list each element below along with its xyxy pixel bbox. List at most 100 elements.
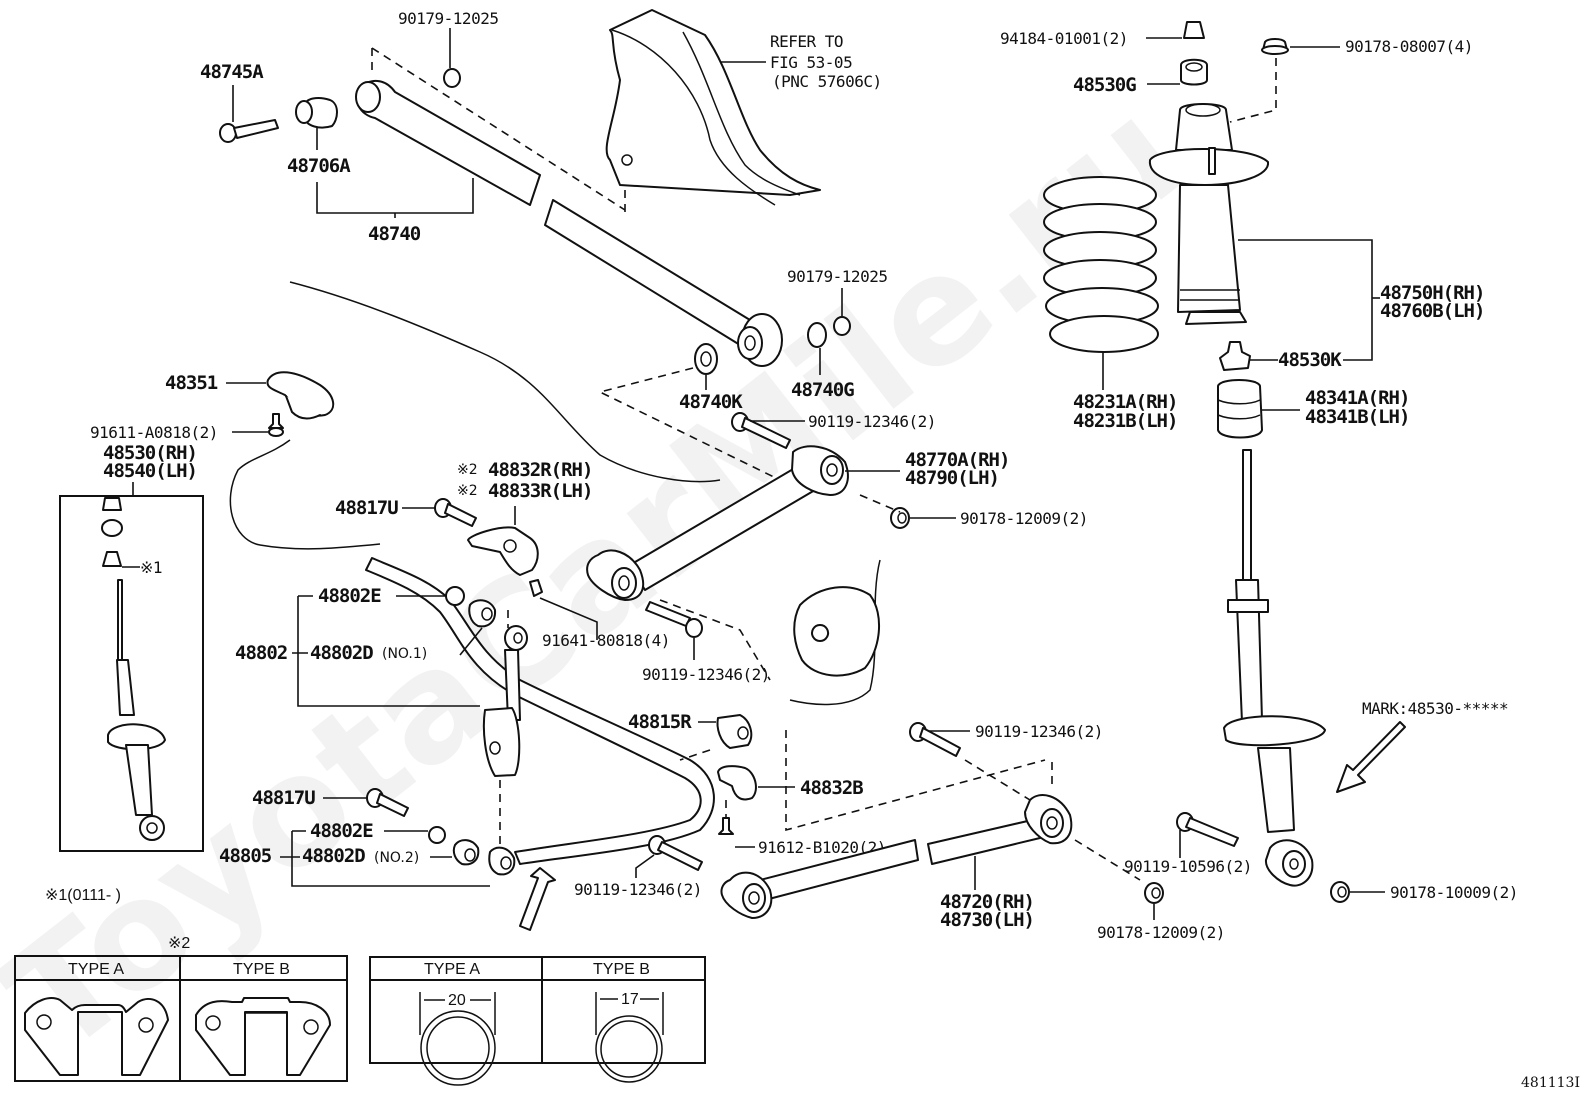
label-48351: 48351 <box>165 372 218 394</box>
label-48817U-bottom: 48817U <box>252 787 315 809</box>
stabilizer-bar <box>365 557 715 865</box>
footnote-1: ※1(0111- ) <box>45 887 121 904</box>
shock-absorber-set-box: 48530(RH) 48540(LH) ※1 <box>59 442 204 852</box>
label-48706A: 48706A <box>287 155 351 177</box>
label-48832R: 48832R(RH) <box>488 459 592 481</box>
note1-marker: ※1 <box>140 558 162 577</box>
body-panel-reference: REFER TO FIG 53-05 (PNC 57606C) <box>605 9 882 206</box>
lower-control-arm-48720: 48720(RH) 48730(LH) <box>720 794 1073 931</box>
label-48530G: 48530G <box>1073 74 1136 96</box>
bolt-90119-12346-b: 90119-12346(2) <box>642 599 771 684</box>
bolt-91611-A0818: 91611-A0818(2) <box>90 413 284 442</box>
label-48802: 48802 <box>235 642 287 664</box>
label-48770A: 48770A(RH) <box>905 449 1009 471</box>
label-48730: 48730(LH) <box>940 909 1034 931</box>
refer-note-line3: (PNC 57606C) <box>772 72 882 91</box>
bushing-type-a-dim: 20 <box>448 992 466 1009</box>
clamp-48832B: 48832B <box>717 730 1053 832</box>
label-90119-12346-c: 90119-12346(2) <box>574 880 702 899</box>
refer-note-line1: REFER TO <box>770 32 843 51</box>
vehicle-body-outline <box>229 281 881 706</box>
label-48832B: 48832B <box>800 777 863 799</box>
bolt-91641-80818: 91641-80818(4) <box>529 579 670 650</box>
label-90178-08007: 90178-08007(4) <box>1345 37 1473 56</box>
bushing-type-b-dim: 17 <box>621 991 639 1008</box>
bolt-90119-12346-a: 90119-12346(2) <box>731 412 936 449</box>
bracket-type-table: ※2 TYPE A TYPE B <box>14 935 348 1082</box>
label-48815R: 48815R <box>628 711 692 733</box>
label-48805: 48805 <box>219 845 272 867</box>
bracket-type-a-label: TYPE A <box>68 961 124 978</box>
bracket-48351: 48351 <box>165 371 335 420</box>
label-48231A: 48231A(RH) <box>1073 391 1177 413</box>
bolt-48817U-top: 48817U <box>335 497 477 527</box>
label-90179-12025-mid: 90179-12025 <box>787 267 887 286</box>
arm-end-bushing <box>737 313 783 367</box>
label-48740K: 48740K <box>679 391 743 413</box>
label-48341B: 48341B(LH) <box>1305 406 1409 428</box>
label-48740: 48740 <box>368 223 421 245</box>
bracket-type-a-shape <box>24 997 169 1076</box>
label-91612-B1020: 91612-B1020(2) <box>758 838 886 857</box>
nut-90178-12009-a: 90178-12009(2) <box>859 494 1088 529</box>
label-48530-rh: 48530(RH) <box>103 442 197 464</box>
coil-spring-48231A: 48231A(RH) 48231B(LH) <box>1043 176 1178 432</box>
bolt-48817U-bottom: 48817U <box>252 787 409 817</box>
nut-90178-12009-b: 90178-12009(2) <box>1074 839 1225 942</box>
label-90119-12346-a: 90119-12346(2) <box>808 412 936 431</box>
label-no1: (NO.1) <box>382 646 427 662</box>
stabilizer-bracket-48832R: ※2 48832R(RH) ※2 48833R(LH) <box>457 459 593 576</box>
label-48720: 48720(RH) <box>940 891 1034 913</box>
bushing-48815R: 48815R <box>628 711 753 761</box>
label-48802E-top: 48802E <box>318 585 381 607</box>
label-48740G: 48740G <box>791 379 854 401</box>
mark-note: MARK:48530-***** <box>1362 699 1508 718</box>
strut-assembly-48750H: 48750H(RH) 48760B(LH) <box>1148 103 1485 361</box>
bolt-48745A: 48745A <box>200 61 279 143</box>
label-94184-01001: 94184-01001(2) <box>1000 29 1128 48</box>
mark-note-group: MARK:48530-***** <box>1336 699 1509 793</box>
bolt-90119-10596: 90119-10596(2) <box>1124 812 1252 876</box>
label-90179-12025-top: 90179-12025 <box>398 9 498 28</box>
label-48802D-no1: 48802D <box>310 642 373 664</box>
label-48745A: 48745A <box>200 61 264 83</box>
bracket-type-b-label: TYPE B <box>233 961 290 978</box>
label-48802E-bottom: 48802E <box>310 820 373 842</box>
bump-stopper-48530K: 48530K <box>1219 341 1343 371</box>
bracket-type-b-shape <box>195 997 331 1076</box>
figure-id: 481113I <box>1521 1075 1580 1091</box>
label-48540-lh: 48540(LH) <box>103 460 197 482</box>
label-48790: 48790(LH) <box>905 467 999 489</box>
insulator-48341A: 48341A(RH) 48341B(LH) <box>1217 379 1410 439</box>
label-no2: (NO.2) <box>374 850 419 866</box>
bushing-type-table: TYPE A TYPE B 20 17 <box>369 956 706 1086</box>
bolt-90119-12346-c: 90119-12346(2) <box>574 835 703 899</box>
bolt-90119-12346-d: 90119-12346(2) <box>909 722 1103 801</box>
label-48750H: 48750H(RH) <box>1380 282 1484 304</box>
nut-90178-10009: 90178-10009(2) <box>1330 881 1518 903</box>
label-91641-80818: 91641-80818(4) <box>542 631 670 650</box>
label-48341A: 48341A(RH) <box>1305 387 1409 409</box>
bar-section-arrow <box>519 867 556 931</box>
washer-48740K: 48740K <box>597 343 781 481</box>
bushing-type-b-label: TYPE B <box>593 961 650 978</box>
bracket-type-marker: ※2 <box>168 935 190 952</box>
refer-note-line2: FIG 53-05 <box>770 53 852 72</box>
lateral-rod-48770A: 48770A(RH) 48790(LH) <box>586 445 1010 601</box>
label-48833R: 48833R(LH) <box>488 480 592 502</box>
label-90178-12009-a: 90178-12009(2) <box>960 509 1088 528</box>
shock-absorber-main <box>1223 449 1326 887</box>
label-91611-A0818: 91611-A0818(2) <box>90 423 218 442</box>
label-48231B: 48231B(LH) <box>1073 410 1177 432</box>
bushing-48706A: 48706A 48740 <box>287 97 474 245</box>
label-90178-10009: 90178-10009(2) <box>1390 883 1518 902</box>
label-90119-10596: 90119-10596(2) <box>1124 857 1252 876</box>
bracket-note-marker-lh: ※2 <box>457 483 478 499</box>
label-90178-12009-b: 90178-12009(2) <box>1097 923 1225 942</box>
bushing-type-a-label: TYPE A <box>424 961 480 978</box>
label-48760B: 48760B(LH) <box>1380 300 1484 322</box>
stabilizer-link-48805-group: 48802E 48805 48802D (NO.2) <box>219 820 516 887</box>
washer-48740G: 48740G <box>791 322 855 401</box>
